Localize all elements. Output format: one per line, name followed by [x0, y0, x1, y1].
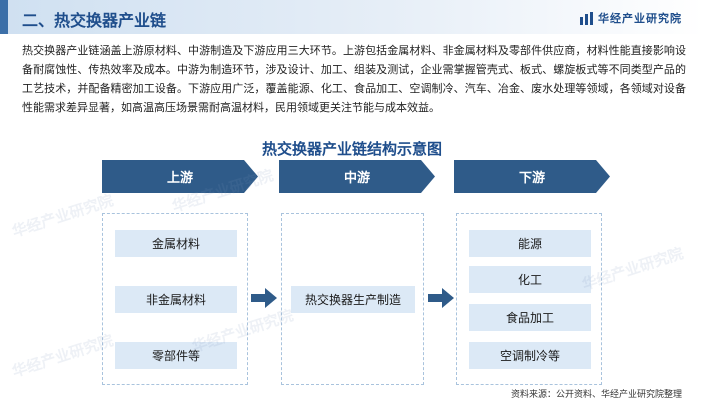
downstream-item-food: 食品加工 [469, 304, 591, 331]
stage-midstream-header: 中游 [279, 160, 435, 193]
upstream-item-nonmetal: 非金属材料 [115, 286, 237, 313]
midstream-panel: 热交换器生产制造 [281, 213, 424, 385]
upstream-item-metal: 金属材料 [115, 230, 237, 257]
stage-upstream-header: 上游 [102, 160, 258, 193]
arrow-right-icon [251, 288, 277, 308]
section-title: 二、热交换器产业链 [22, 11, 167, 30]
downstream-item-chemical: 化工 [469, 266, 591, 293]
upstream-item-components: 零部件等 [115, 342, 237, 369]
upstream-panel: 金属材料 非金属材料 零部件等 [102, 213, 248, 385]
arrow-right-icon [428, 288, 454, 308]
source-note: 资料来源：公开资料、华经产业研究院整理 [510, 390, 682, 400]
brand: 华经产业研究院 [580, 10, 682, 26]
diagram-title: 热交换器产业链结构示意图 [261, 140, 442, 158]
header-accent [0, 0, 8, 34]
intro-paragraph: 热交换器产业链涵盖上游原材料、中游制造及下游应用三大环节。上游包括金属材料、非金… [22, 44, 686, 114]
stage-downstream-header: 下游 [454, 160, 610, 193]
brand-logo-icon [580, 11, 593, 25]
watermark: 华经产业研究院 [9, 331, 116, 381]
midstream-item-manufacturing: 热交换器生产制造 [291, 286, 415, 313]
downstream-panel: 能源 化工 食品加工 空调制冷等 [456, 213, 602, 385]
downstream-item-hvac: 空调制冷等 [469, 342, 591, 369]
downstream-item-energy: 能源 [469, 230, 591, 257]
brand-name: 华经产业研究院 [598, 12, 682, 25]
watermark: 华经产业研究院 [9, 191, 116, 241]
